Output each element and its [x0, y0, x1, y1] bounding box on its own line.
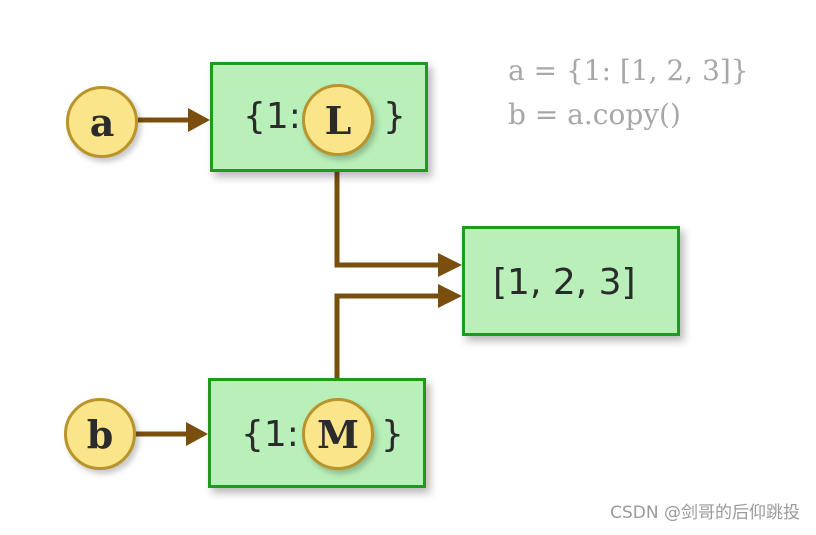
watermark-text: CSDN @剑哥的后仰跳投 [610, 503, 800, 523]
arrowhead-a [188, 108, 210, 132]
dict-a-prefix: {1: [243, 96, 301, 137]
variable-a-circle: a [66, 86, 138, 158]
reference-L-label: L [324, 97, 352, 143]
variable-b-circle: b [64, 398, 136, 470]
arrow-M-to-list [334, 293, 446, 408]
list-label: [1, 2, 3] [493, 262, 636, 303]
arrowhead-M [438, 284, 462, 308]
arrow-L-to-list [334, 150, 446, 268]
dict-b-suffix: } [381, 414, 404, 455]
dict-box-b: {1: } [208, 378, 426, 488]
variable-b-label: b [86, 411, 114, 457]
arrowhead-b [186, 422, 208, 446]
code-line-1: a = {1: [1, 2, 3]} [508, 54, 749, 87]
reference-M-circle: M [302, 398, 374, 470]
dict-a-suffix: } [383, 96, 406, 137]
reference-L-circle: L [302, 84, 374, 156]
list-box: [1, 2, 3] [462, 226, 680, 336]
dict-box-a: {1: } [210, 62, 428, 172]
dict-b-prefix: {1: [241, 414, 299, 455]
arrowhead-L [438, 253, 462, 277]
reference-M-label: M [316, 411, 360, 457]
variable-a-label: a [89, 99, 115, 145]
code-line-2: b = a.copy() [508, 98, 681, 131]
